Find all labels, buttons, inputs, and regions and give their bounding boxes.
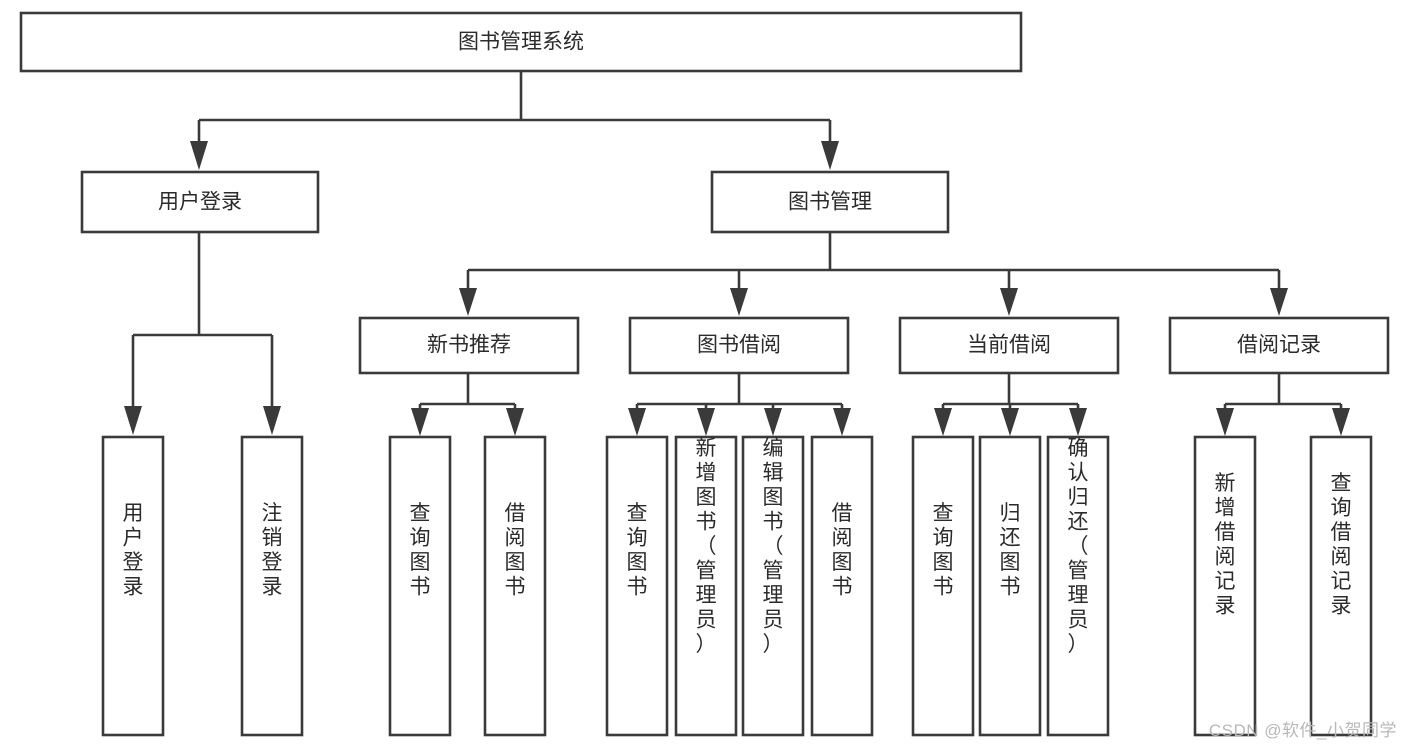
- leaf-br-add-record-box: [1193, 435, 1257, 737]
- node-root-label: 图书管理系统: [458, 31, 584, 54]
- arrow-head-leaf-user-login: [124, 406, 142, 435]
- leaf-cb-query-book-box: [911, 435, 975, 737]
- leaf-bb-borrow-book-label: 借阅图书: [832, 502, 853, 599]
- arrow-head-bb-leaf-1: [628, 408, 646, 436]
- leaf-bb-add-book[interactable]: 新增图书（管理员）: [674, 435, 738, 737]
- leaf-user-login[interactable]: 用户登录: [101, 435, 165, 737]
- leaf-bb-query-book-label: 查询图书: [627, 502, 648, 599]
- leaf-cb-confirm-return[interactable]: 确认归还（管理员）: [1046, 435, 1110, 737]
- csdn-watermark: CSDN @软件_小贺同学: [1208, 721, 1397, 740]
- leaf-nbr-borrow-book-box: [483, 435, 547, 737]
- arrow-head-bb-leaf-2: [697, 408, 715, 436]
- leaf-cb-return-book[interactable]: 归还图书: [978, 435, 1042, 737]
- leaf-br-query-record-label: 查询借阅记录: [1331, 472, 1352, 618]
- leaf-br-add-record-label: 新增借阅记录: [1215, 472, 1236, 618]
- arrow-head-nbr-leaf-2: [506, 408, 524, 436]
- arrow-head-new-book-recommend: [459, 288, 477, 316]
- arrow-head-bb-leaf-4: [833, 408, 851, 436]
- node-borrow-record[interactable]: 借阅记录: [1168, 316, 1390, 375]
- node-book-manage-label: 图书管理: [788, 191, 872, 214]
- arrow-head-nbr-leaf-1: [411, 408, 429, 436]
- node-book-manage-box: [710, 170, 950, 234]
- leaf-br-query-record-box: [1309, 435, 1373, 737]
- leaf-br-query-record[interactable]: 查询借阅记录: [1309, 435, 1373, 737]
- arrow-head-current-borrow: [1000, 288, 1018, 316]
- leaf-nbr-borrow-book[interactable]: 借阅图书: [483, 435, 547, 737]
- node-user-login-label: 用户登录: [158, 191, 242, 214]
- node-current-borrow[interactable]: 当前借阅: [898, 316, 1120, 375]
- leaf-bb-query-book[interactable]: 查询图书: [605, 435, 669, 737]
- leaf-cb-return-book-box: [978, 435, 1042, 737]
- arrow-head-borrow-record: [1270, 288, 1288, 316]
- leaf-cb-confirm-return-box: [1046, 435, 1110, 737]
- leaf-logout[interactable]: 注销登录: [240, 435, 304, 737]
- arrow-head-cb-leaf-2: [1001, 408, 1019, 436]
- leaf-user-login-label: 用户登录: [123, 502, 144, 599]
- node-book-borrow-box: [628, 316, 850, 375]
- node-new-book-recommend-box: [358, 316, 580, 375]
- leaf-bb-borrow-book[interactable]: 借阅图书: [810, 435, 874, 737]
- node-book-borrow-label: 图书借阅: [697, 334, 781, 357]
- leaf-bb-edit-book-box: [741, 435, 805, 737]
- node-user-login-box: [80, 170, 320, 234]
- node-root-box: [19, 11, 1023, 73]
- node-root-system[interactable]: 图书管理系统: [19, 11, 1023, 73]
- leaf-bb-edit-book-label: 编辑图书（管理员）: [763, 437, 784, 656]
- leaf-cb-confirm-return-label: 确认归还（管理员）: [1068, 437, 1089, 656]
- arrow-head-cb-leaf-3: [1069, 408, 1087, 436]
- arrow-head-cb-leaf-1: [934, 408, 952, 436]
- arrow-head-bb-leaf-3: [764, 408, 782, 436]
- leaf-bb-add-book-box: [674, 435, 738, 737]
- node-new-book-recommend-label: 新书推荐: [427, 334, 511, 357]
- leaf-bb-add-book-label: 新增图书（管理员）: [696, 437, 717, 656]
- leaf-logout-box: [240, 435, 304, 737]
- connector-layer: [124, 72, 1350, 436]
- leaf-bb-borrow-book-box: [810, 435, 874, 737]
- arrow-head-br-leaf-2: [1332, 408, 1350, 436]
- leaf-nbr-borrow-book-label: 借阅图书: [505, 502, 526, 599]
- leaf-nbr-query-book-box: [388, 435, 452, 737]
- arrow-head-br-leaf-1: [1216, 408, 1234, 436]
- leaf-nbr-query-book-label: 查询图书: [410, 502, 431, 599]
- leaf-bb-query-book-box: [605, 435, 669, 737]
- node-new-book-recommend[interactable]: 新书推荐: [358, 316, 580, 375]
- node-current-borrow-box: [898, 316, 1120, 375]
- arrow-head-book-manage: [821, 141, 839, 170]
- leaf-cb-query-book-label: 查询图书: [933, 502, 954, 599]
- leaf-logout-label: 注销登录: [262, 502, 283, 599]
- node-borrow-record-label: 借阅记录: [1237, 334, 1321, 357]
- node-user-login[interactable]: 用户登录: [80, 170, 320, 234]
- leaf-cb-return-book-label: 归还图书: [1000, 502, 1021, 599]
- node-current-borrow-label: 当前借阅: [967, 334, 1051, 357]
- node-borrow-record-box: [1168, 316, 1390, 375]
- leaf-user-login-box: [101, 435, 165, 737]
- node-book-manage[interactable]: 图书管理: [710, 170, 950, 234]
- leaf-br-add-record[interactable]: 新增借阅记录: [1193, 435, 1257, 737]
- arrow-head-leaf-logout: [263, 406, 281, 435]
- arrow-head-book-borrow: [730, 288, 748, 316]
- arrow-head-user-login: [190, 141, 208, 170]
- leaf-bb-edit-book[interactable]: 编辑图书（管理员）: [741, 435, 805, 737]
- leaf-nbr-query-book[interactable]: 查询图书: [388, 435, 452, 737]
- node-book-borrow[interactable]: 图书借阅: [628, 316, 850, 375]
- leaf-cb-query-book[interactable]: 查询图书: [911, 435, 975, 737]
